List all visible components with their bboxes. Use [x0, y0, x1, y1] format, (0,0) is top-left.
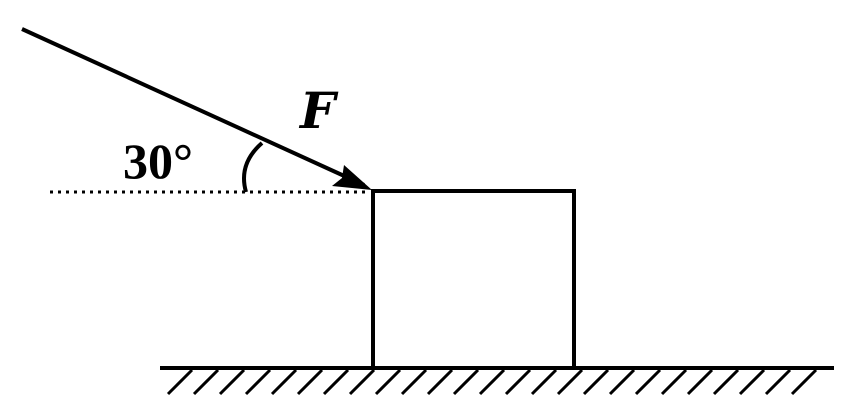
hatch-mark — [478, 368, 506, 396]
angle-arc — [242, 141, 264, 193]
hatch-mark — [686, 368, 714, 396]
hatch-mark — [400, 368, 428, 396]
hatch-mark — [582, 368, 610, 396]
hatch-mark — [192, 368, 220, 396]
hatch-mark — [504, 368, 532, 396]
hatch-mark — [634, 368, 662, 396]
hatch-mark — [530, 368, 558, 396]
hatch-mark — [244, 368, 272, 396]
force-label: F — [298, 81, 339, 140]
hatch-mark — [296, 368, 324, 396]
ground-hatching — [166, 368, 818, 396]
hatch-mark — [712, 368, 740, 396]
force-arrow-shaft — [21, 27, 365, 187]
hatch-mark — [790, 368, 818, 396]
hatch-mark — [166, 368, 194, 396]
hatch-mark — [426, 368, 454, 396]
hatch-mark — [556, 368, 584, 396]
hatch-mark — [322, 368, 350, 396]
hatch-mark — [348, 368, 376, 396]
angle-label: 30° — [123, 133, 193, 189]
hatch-mark — [660, 368, 688, 396]
hatch-mark — [608, 368, 636, 396]
hatch-mark — [270, 368, 298, 396]
hatch-mark — [738, 368, 766, 396]
hatch-mark — [764, 368, 792, 396]
hatch-mark — [218, 368, 246, 396]
block — [371, 189, 576, 370]
hatch-mark — [452, 368, 480, 396]
hatch-mark — [374, 368, 402, 396]
force-arrowhead — [332, 165, 372, 190]
